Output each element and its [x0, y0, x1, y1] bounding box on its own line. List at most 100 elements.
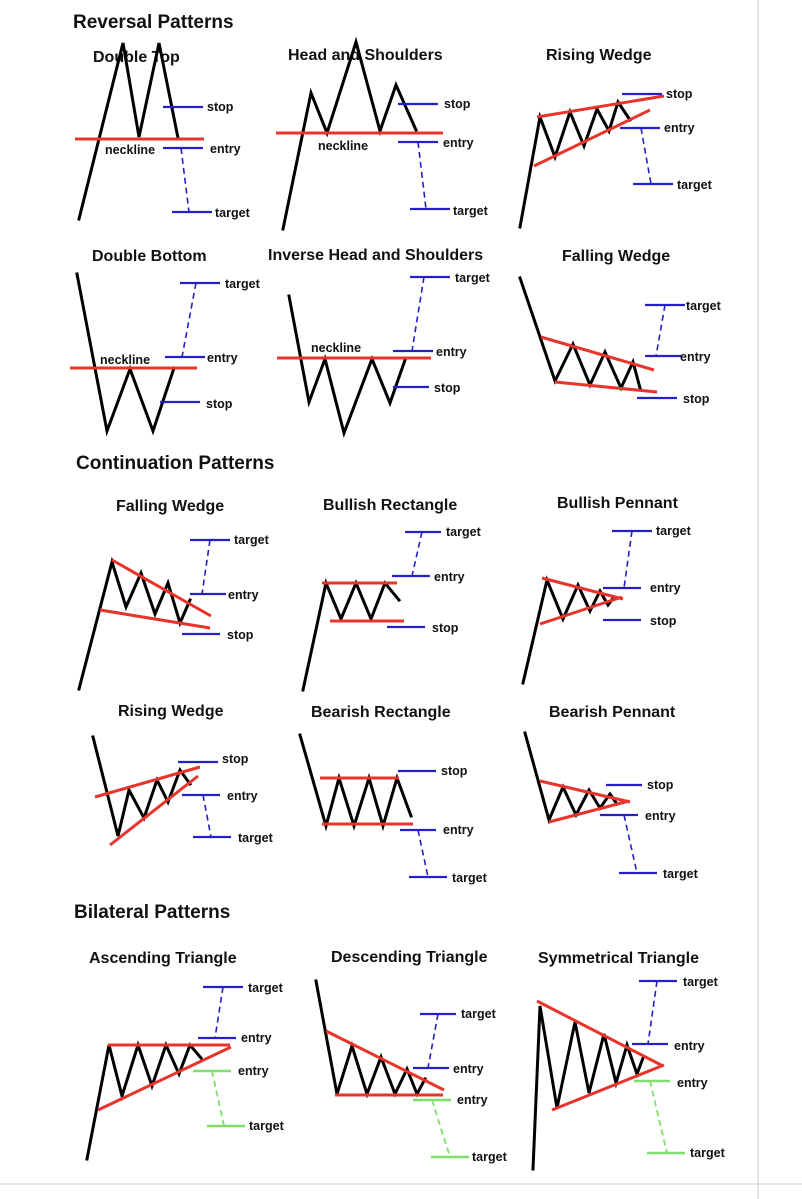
price-line	[531, 1005, 645, 1171]
entry-label: entry	[228, 588, 259, 602]
target-label: target	[446, 525, 482, 539]
pattern-title: Rising Wedge	[546, 47, 652, 64]
target-label: target	[238, 831, 274, 845]
alt-target-projection	[649, 1080, 668, 1154]
target-label: target	[663, 867, 699, 881]
target-label: target	[656, 524, 692, 538]
stop-label: stop	[222, 752, 249, 766]
pattern-inverse-head-and-shoulders: Inverse Head and Shoulders neckline targ…	[268, 247, 491, 438]
pattern-bearish-rectangle: Bearish Rectangle stop entry target	[298, 704, 488, 885]
target-label: target	[225, 277, 261, 291]
stop-label: stop	[683, 392, 710, 406]
entry-label: entry	[443, 823, 474, 837]
pattern-bullish-rectangle: Bullish Rectangle target entry stop	[301, 497, 482, 692]
upper-boundary	[541, 576, 624, 601]
target-projection	[417, 141, 427, 210]
price-line	[314, 979, 428, 1099]
lower-boundary	[533, 108, 651, 168]
pattern-title: Bullish Rectangle	[323, 497, 457, 514]
lower-boundary	[99, 608, 211, 630]
alt-entry-label: entry	[238, 1064, 269, 1078]
pattern-double-top: Double Top neckline stop entry target	[75, 42, 251, 221]
entry-label: entry	[650, 581, 681, 595]
price-line	[77, 556, 192, 691]
target-label: target	[683, 975, 719, 989]
alt-target-projection	[211, 1070, 225, 1127]
upper-boundary	[94, 765, 201, 799]
section-title-reversal: Reversal Patterns	[73, 12, 234, 33]
stop-label: stop	[434, 381, 461, 395]
stop-label: stop	[444, 97, 471, 111]
price-line	[518, 276, 642, 392]
pattern-title: Symmetrical Triangle	[538, 950, 699, 967]
target-projection	[647, 980, 658, 1045]
stop-label: stop	[227, 628, 254, 642]
pattern-falling-wedge-reversal: Falling Wedge target entry stop	[518, 248, 722, 406]
lower-boundary	[97, 1045, 232, 1112]
entry-label: entry	[664, 121, 695, 135]
lower-boundary	[554, 380, 658, 394]
pattern-rising-wedge-reversal: Rising Wedge stop entry target	[518, 47, 713, 229]
target-label: target	[248, 981, 284, 995]
alt-target-label: target	[472, 1150, 508, 1164]
pattern-symmetrical-triangle: Symmetrical Triangle target entry entry …	[531, 950, 726, 1171]
neckline-label: neckline	[100, 353, 150, 367]
alt-entry-label: entry	[677, 1076, 708, 1090]
target-projection	[180, 147, 190, 213]
target-projection	[623, 530, 633, 589]
target-label: target	[452, 871, 488, 885]
lower-boundary	[539, 595, 623, 626]
target-label: target	[453, 204, 489, 218]
alt-target-label: target	[690, 1146, 726, 1160]
neckline-label: neckline	[105, 143, 155, 157]
lower-boundary	[548, 799, 630, 824]
target-label: target	[455, 271, 491, 285]
price-line	[298, 733, 413, 832]
upper-boundary	[536, 999, 664, 1068]
alt-target-label: target	[249, 1119, 285, 1133]
stop-label: stop	[441, 764, 468, 778]
pattern-title: Falling Wedge	[562, 248, 670, 265]
pattern-double-bottom: Double Bottom neckline target entry stop	[70, 248, 261, 437]
entry-label: entry	[210, 142, 241, 156]
target-projection	[202, 794, 212, 838]
target-projection	[427, 1013, 439, 1069]
upper-boundary	[536, 94, 665, 119]
stop-label: stop	[206, 397, 233, 411]
entry-label: entry	[443, 136, 474, 150]
entry-label: entry	[645, 809, 676, 823]
upper-boundary	[325, 1029, 445, 1092]
pattern-bearish-pennant: Bearish Pennant stop entry target	[523, 704, 699, 881]
target-projection	[411, 531, 423, 577]
entry-label: entry	[227, 789, 258, 803]
target-projection	[640, 127, 652, 185]
upper-boundary	[540, 335, 655, 372]
entry-label: entry	[453, 1062, 484, 1076]
pattern-title: Bearish Rectangle	[311, 704, 451, 721]
pattern-bullish-pennant: Bullish Pennant target entry stop	[521, 495, 692, 685]
lower-boundary	[551, 1063, 665, 1112]
pattern-rising-wedge-continuation: Rising Wedge stop entry target	[91, 703, 274, 847]
pattern-title: Bullish Pennant	[557, 495, 679, 512]
price-line	[521, 575, 617, 685]
neckline-label: neckline	[311, 341, 361, 355]
pattern-ascending-triangle: Ascending Triangle target entry entry ta…	[85, 950, 285, 1161]
target-projection	[201, 539, 211, 595]
entry-label: entry	[674, 1039, 705, 1053]
price-line	[518, 98, 633, 229]
pattern-title: Inverse Head and Shoulders	[268, 247, 483, 264]
stop-label: stop	[666, 87, 693, 101]
pattern-title: Head and Shoulders	[288, 47, 443, 64]
stop-label: stop	[647, 778, 674, 792]
alt-target-projection	[431, 1099, 451, 1158]
pattern-title: Double Bottom	[92, 248, 207, 265]
price-line	[91, 735, 193, 837]
section-title-bilateral: Bilateral Patterns	[74, 902, 230, 923]
entry-label: entry	[241, 1031, 272, 1045]
stop-label: stop	[650, 614, 677, 628]
stop-label: stop	[207, 100, 234, 114]
upper-boundary	[539, 779, 631, 804]
target-projection	[411, 276, 425, 352]
price-line	[77, 42, 180, 221]
